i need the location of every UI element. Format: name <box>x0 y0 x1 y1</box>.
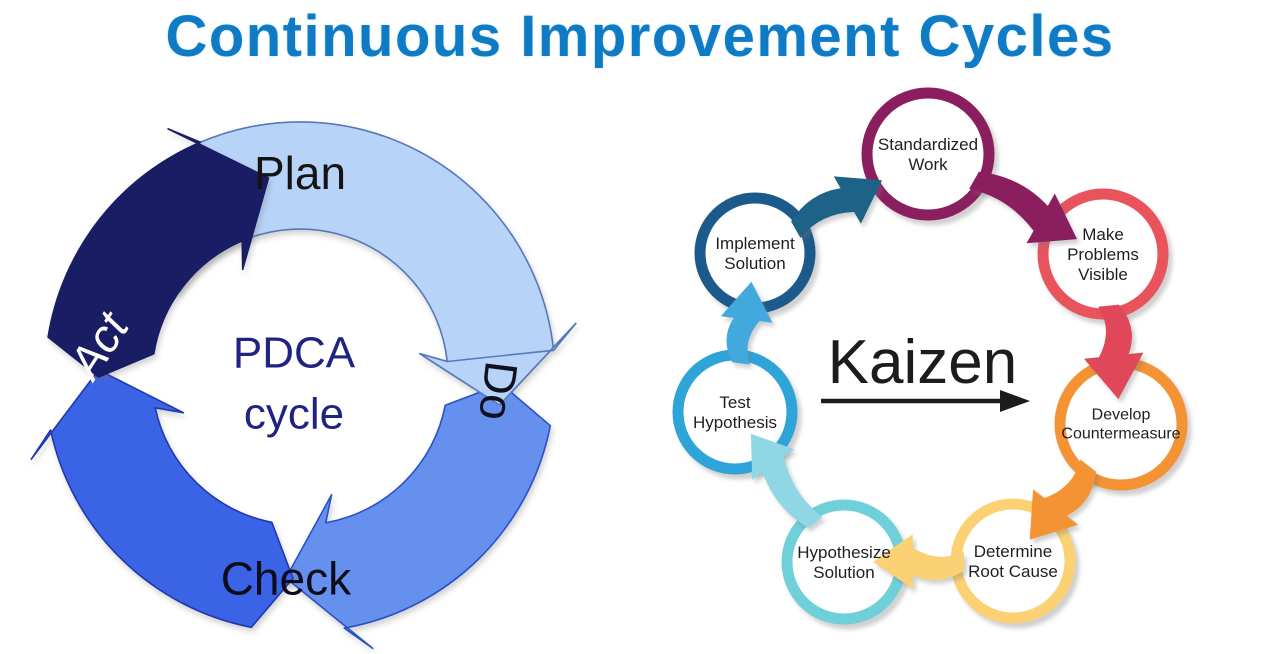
pdca-label-do: Do <box>469 359 528 424</box>
kaizen-arrow-develop-countermeasure-to-determine-root-cause <box>1029 459 1096 540</box>
kaizen-arrow-determine-root-cause-to-hypothesize-solution <box>873 534 965 589</box>
pdca-label-check: Check <box>221 553 352 605</box>
page-title: Continuous Improvement Cycles <box>165 4 1115 69</box>
pdca-label-plan: Plan <box>254 147 346 199</box>
kaizen-arrow-hypothesize-solution-to-test-hypothesis <box>750 433 823 528</box>
pdca-arrowhead-plan <box>419 322 577 406</box>
pdca-center-label-line2: cycle <box>244 390 344 439</box>
pdca-arrow-do <box>285 383 552 650</box>
kaizen-arrow-implement-solution-to-standardized-work <box>791 176 882 238</box>
pdca-center-label-line1: PDCA <box>233 329 356 378</box>
kaizen-center-label: Kaizen <box>828 328 1018 397</box>
kaizen-arrow-standardized-work-to-make-problems-visible <box>969 171 1077 244</box>
kaizen-direction-arrow-head <box>1000 390 1030 412</box>
pdca-arrow-check <box>30 369 294 629</box>
kaizen-arrow-make-problems-visible-to-develop-countermeasure <box>1084 304 1144 400</box>
kaizen-node-standardized-work <box>861 87 995 221</box>
kaizen-arrow-test-hypothesis-to-implement-solution <box>720 281 773 365</box>
pdca-arrow-act <box>47 128 270 378</box>
